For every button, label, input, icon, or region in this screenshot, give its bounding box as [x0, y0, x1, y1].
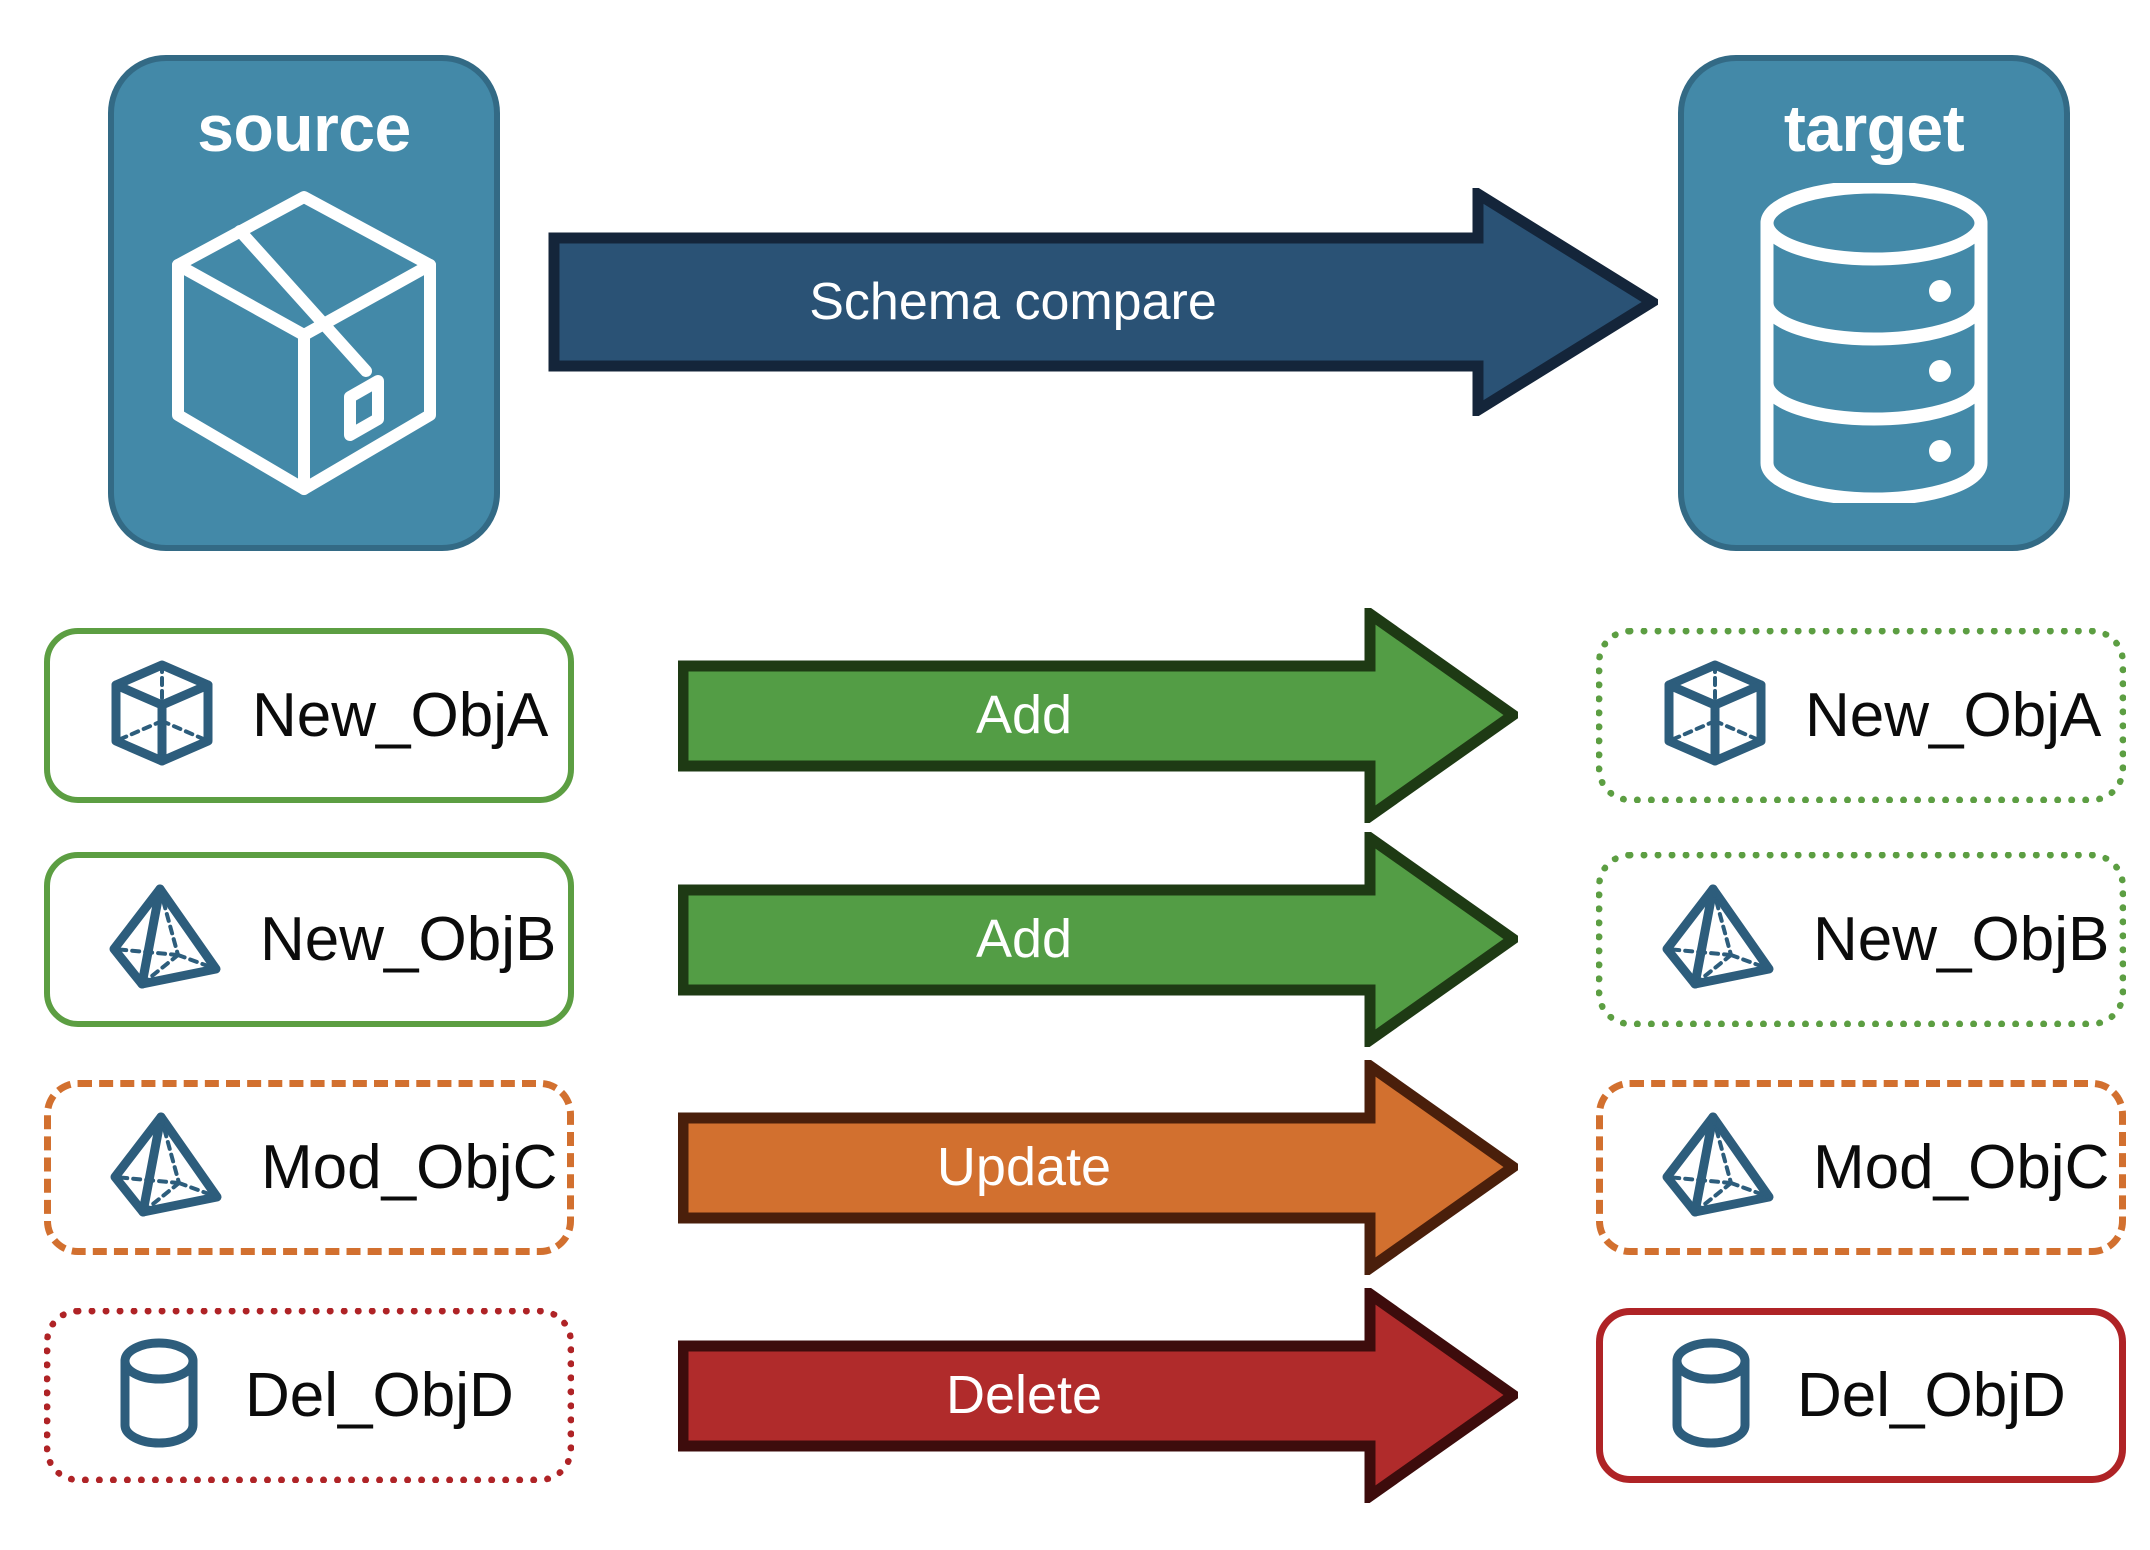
target-card-label: Mod_ObjC: [1813, 1133, 2110, 1202]
add-arrow-row1: [677, 603, 1523, 827]
target-card-new-obja[interactable]: New_ObjA: [1596, 628, 2126, 803]
source-title: source: [197, 91, 411, 165]
add-arrow-row1-label: Add: [975, 685, 1073, 745]
schema-compare-arrow: [548, 184, 1663, 420]
target-endpoint-panel: target: [1678, 55, 2070, 551]
wireframe-cylinder-icon: [109, 1337, 209, 1454]
source-card-mod-objc[interactable]: Mod_ObjC: [44, 1080, 574, 1255]
target-card-label: New_ObjB: [1813, 905, 2110, 974]
package-box-icon: [164, 183, 444, 508]
database-cylinder-icon: [1749, 180, 1999, 508]
wireframe-pyramid-icon: [109, 1111, 225, 1224]
wireframe-cube-icon: [1661, 659, 1769, 772]
source-card-label: Mod_ObjC: [261, 1133, 558, 1202]
target-card-label: New_ObjA: [1805, 681, 2102, 750]
update-arrow-row3-label: Update: [936, 1137, 1112, 1197]
wireframe-pyramid-icon: [1661, 883, 1777, 996]
target-card-label: Del_ObjD: [1797, 1361, 2066, 1430]
source-card-label: Del_ObjD: [245, 1361, 514, 1430]
target-card-mod-objc[interactable]: Mod_ObjC: [1596, 1080, 2126, 1255]
wireframe-pyramid-icon: [1661, 1111, 1777, 1224]
source-card-label: New_ObjA: [252, 681, 549, 750]
delete-arrow-row4: [677, 1283, 1523, 1507]
wireframe-cube-icon: [108, 659, 216, 772]
target-title: target: [1783, 91, 1965, 165]
source-card-label: New_ObjB: [260, 905, 557, 974]
add-arrow-row2: [677, 827, 1523, 1051]
target-card-del-objd[interactable]: Del_ObjD: [1596, 1308, 2126, 1483]
add-arrow-row2-label: Add: [975, 909, 1073, 969]
source-card-new-objb[interactable]: New_ObjB: [44, 852, 574, 1027]
update-arrow-row3: [677, 1055, 1523, 1279]
source-card-del-objd[interactable]: Del_ObjD: [44, 1308, 574, 1483]
schema-compare-label: Schema compare: [809, 273, 1217, 331]
source-card-new-obja[interactable]: New_ObjA: [44, 628, 574, 803]
target-card-new-objb[interactable]: New_ObjB: [1596, 852, 2126, 1027]
wireframe-pyramid-icon: [108, 883, 224, 996]
wireframe-cylinder-icon: [1661, 1337, 1761, 1454]
delete-arrow-row4-label: Delete: [945, 1365, 1103, 1425]
source-endpoint-panel: source: [108, 55, 500, 551]
